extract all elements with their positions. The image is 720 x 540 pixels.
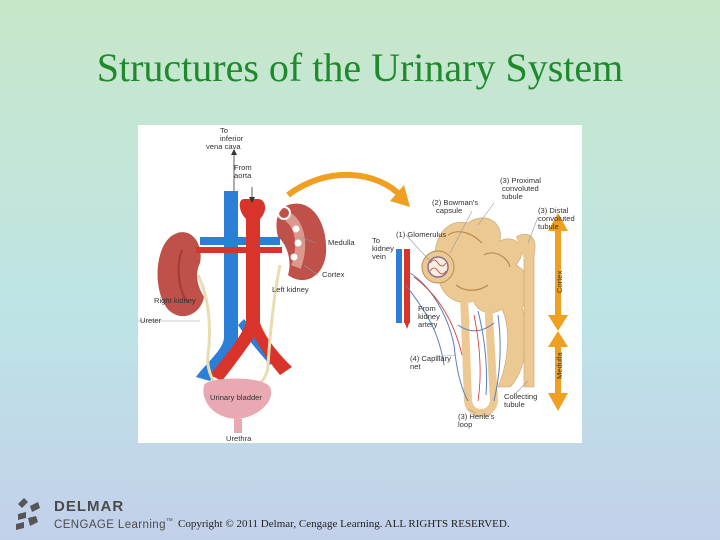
glomerulus xyxy=(427,256,449,278)
aorta xyxy=(210,199,292,381)
urinary-bladder xyxy=(203,378,272,419)
kidney-vein xyxy=(396,249,402,323)
brand-wordmark: DELMAR CENGAGE Learning™ xyxy=(54,499,173,532)
label-glomerulus: (1) Glomerulus xyxy=(396,230,446,239)
label-medulla-bar: Medulla xyxy=(555,352,564,379)
right-kidney xyxy=(157,232,204,317)
label-urinary-bladder: Urinary bladder xyxy=(210,393,262,402)
henles-loop xyxy=(460,294,499,417)
label-left-kidney: Left kidney xyxy=(272,285,309,294)
brand-line-2: CENGAGE Learning™ xyxy=(54,518,174,531)
collecting-tubule xyxy=(515,233,536,388)
capillary-net xyxy=(405,272,501,402)
inferior-vena-cava xyxy=(196,191,238,381)
slide-title: Structures of the Urinary System xyxy=(96,45,624,90)
label-right-kidney: Right kidney xyxy=(154,296,196,305)
brand-line-1: DELMAR xyxy=(54,498,125,515)
copyright-notice: Copyright © 2011 Delmar, Cengage Learnin… xyxy=(178,518,510,530)
zoom-arrow xyxy=(286,172,405,200)
label-medulla: Medulla xyxy=(328,238,355,247)
label-cortex: Cortex xyxy=(322,270,345,279)
delmar-logo-icon xyxy=(16,498,40,530)
label-urethra: Urethra xyxy=(226,434,252,443)
label-ureter: Ureter xyxy=(140,316,162,325)
label-cortex-bar: Cortex xyxy=(555,270,564,293)
